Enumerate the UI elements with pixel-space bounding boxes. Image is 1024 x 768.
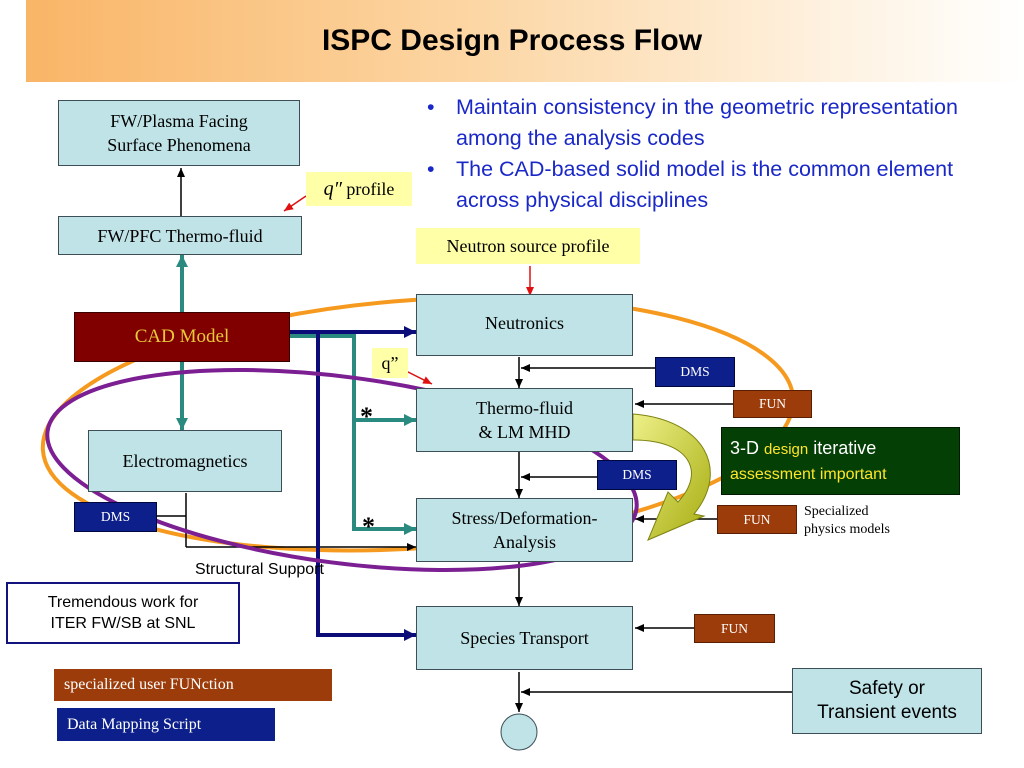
star-marker: * xyxy=(360,402,373,431)
legend-fun: specialized user FUNction xyxy=(54,669,332,701)
box-line: Safety or xyxy=(848,678,926,699)
note-line: physics models xyxy=(804,522,890,537)
feedback-arrow xyxy=(632,413,711,541)
q-profile-label: q″ profile xyxy=(306,172,412,206)
safety-box: Safety or Transient events xyxy=(792,668,982,734)
bullet-item: The CAD-based solid model is the common … xyxy=(425,154,1015,216)
fun-box: FUN xyxy=(717,505,797,534)
tremendous-work-box: Tremendous work for ITER FW/SB at SNL xyxy=(6,582,240,644)
specialized-models-note: Specialized physics models xyxy=(804,503,890,539)
stress-box: Stress/Deformation- Analysis xyxy=(416,498,633,562)
dms-box: DMS xyxy=(655,357,735,387)
title-banner xyxy=(26,0,1024,82)
note-line: Specialized xyxy=(804,504,869,519)
box-line: Stress/Deformation- xyxy=(451,508,598,528)
fw-pfc-box: FW/PFC Thermo-fluid xyxy=(58,216,302,255)
fun-box: FUN xyxy=(733,390,812,418)
neutron-source-label: Neutron source profile xyxy=(416,228,640,264)
iterative-line: assessment important xyxy=(730,466,887,483)
box-line: ITER FW/SB at SNL xyxy=(50,615,196,632)
neutronics-box: Neutronics xyxy=(416,294,633,356)
page-title: ISPC Design Process Flow xyxy=(321,24,703,57)
bullet-item: Maintain consistency in the geometric re… xyxy=(425,92,1015,154)
box-line: & LM MHD xyxy=(478,422,571,442)
box-line: Transient events xyxy=(817,702,957,723)
iterative-design: design xyxy=(764,441,809,458)
teal-arrow xyxy=(352,420,416,535)
box-line: FW/Plasma Facing xyxy=(110,111,248,131)
bullet-list: Maintain consistency in the geometric re… xyxy=(425,92,1015,216)
iterative-line: 3-D design iterative xyxy=(730,435,876,463)
fun-box: FUN xyxy=(694,614,775,643)
cad-model-box: CAD Model xyxy=(74,312,290,362)
profile-text: profile xyxy=(341,178,395,199)
dms-box: DMS xyxy=(74,502,157,532)
box-line: Analysis xyxy=(493,532,556,552)
box-line: Surface Phenomena xyxy=(107,135,251,155)
legend-dms: Data Mapping Script xyxy=(57,708,275,741)
electromagnetics-box: Electromagnetics xyxy=(88,430,282,492)
species-transport-box: Species Transport xyxy=(416,606,633,670)
purple-ellipse xyxy=(45,367,639,573)
end-node xyxy=(500,713,538,751)
iterative-assessment-box: 3-D design iterative assessment importan… xyxy=(721,427,960,495)
dms-box: DMS xyxy=(597,460,677,490)
iterative-text: 3-D xyxy=(730,438,760,458)
star-marker: * xyxy=(362,512,375,541)
red-arrow xyxy=(283,195,307,212)
iterative-text: iterative xyxy=(813,438,877,458)
box-line: Tremendous work for xyxy=(47,594,199,611)
structural-support-label: Structural Support xyxy=(195,561,324,578)
q-double-prime-label: q” xyxy=(372,348,408,378)
box-line: Thermo-fluid xyxy=(476,398,573,418)
fw-plasma-box: FW/Plasma Facing Surface Phenomena xyxy=(58,100,300,166)
thermo-fluid-box: Thermo-fluid & LM MHD xyxy=(416,388,633,452)
navy-arrow xyxy=(316,332,416,641)
q-symbol: q″ xyxy=(323,177,342,200)
